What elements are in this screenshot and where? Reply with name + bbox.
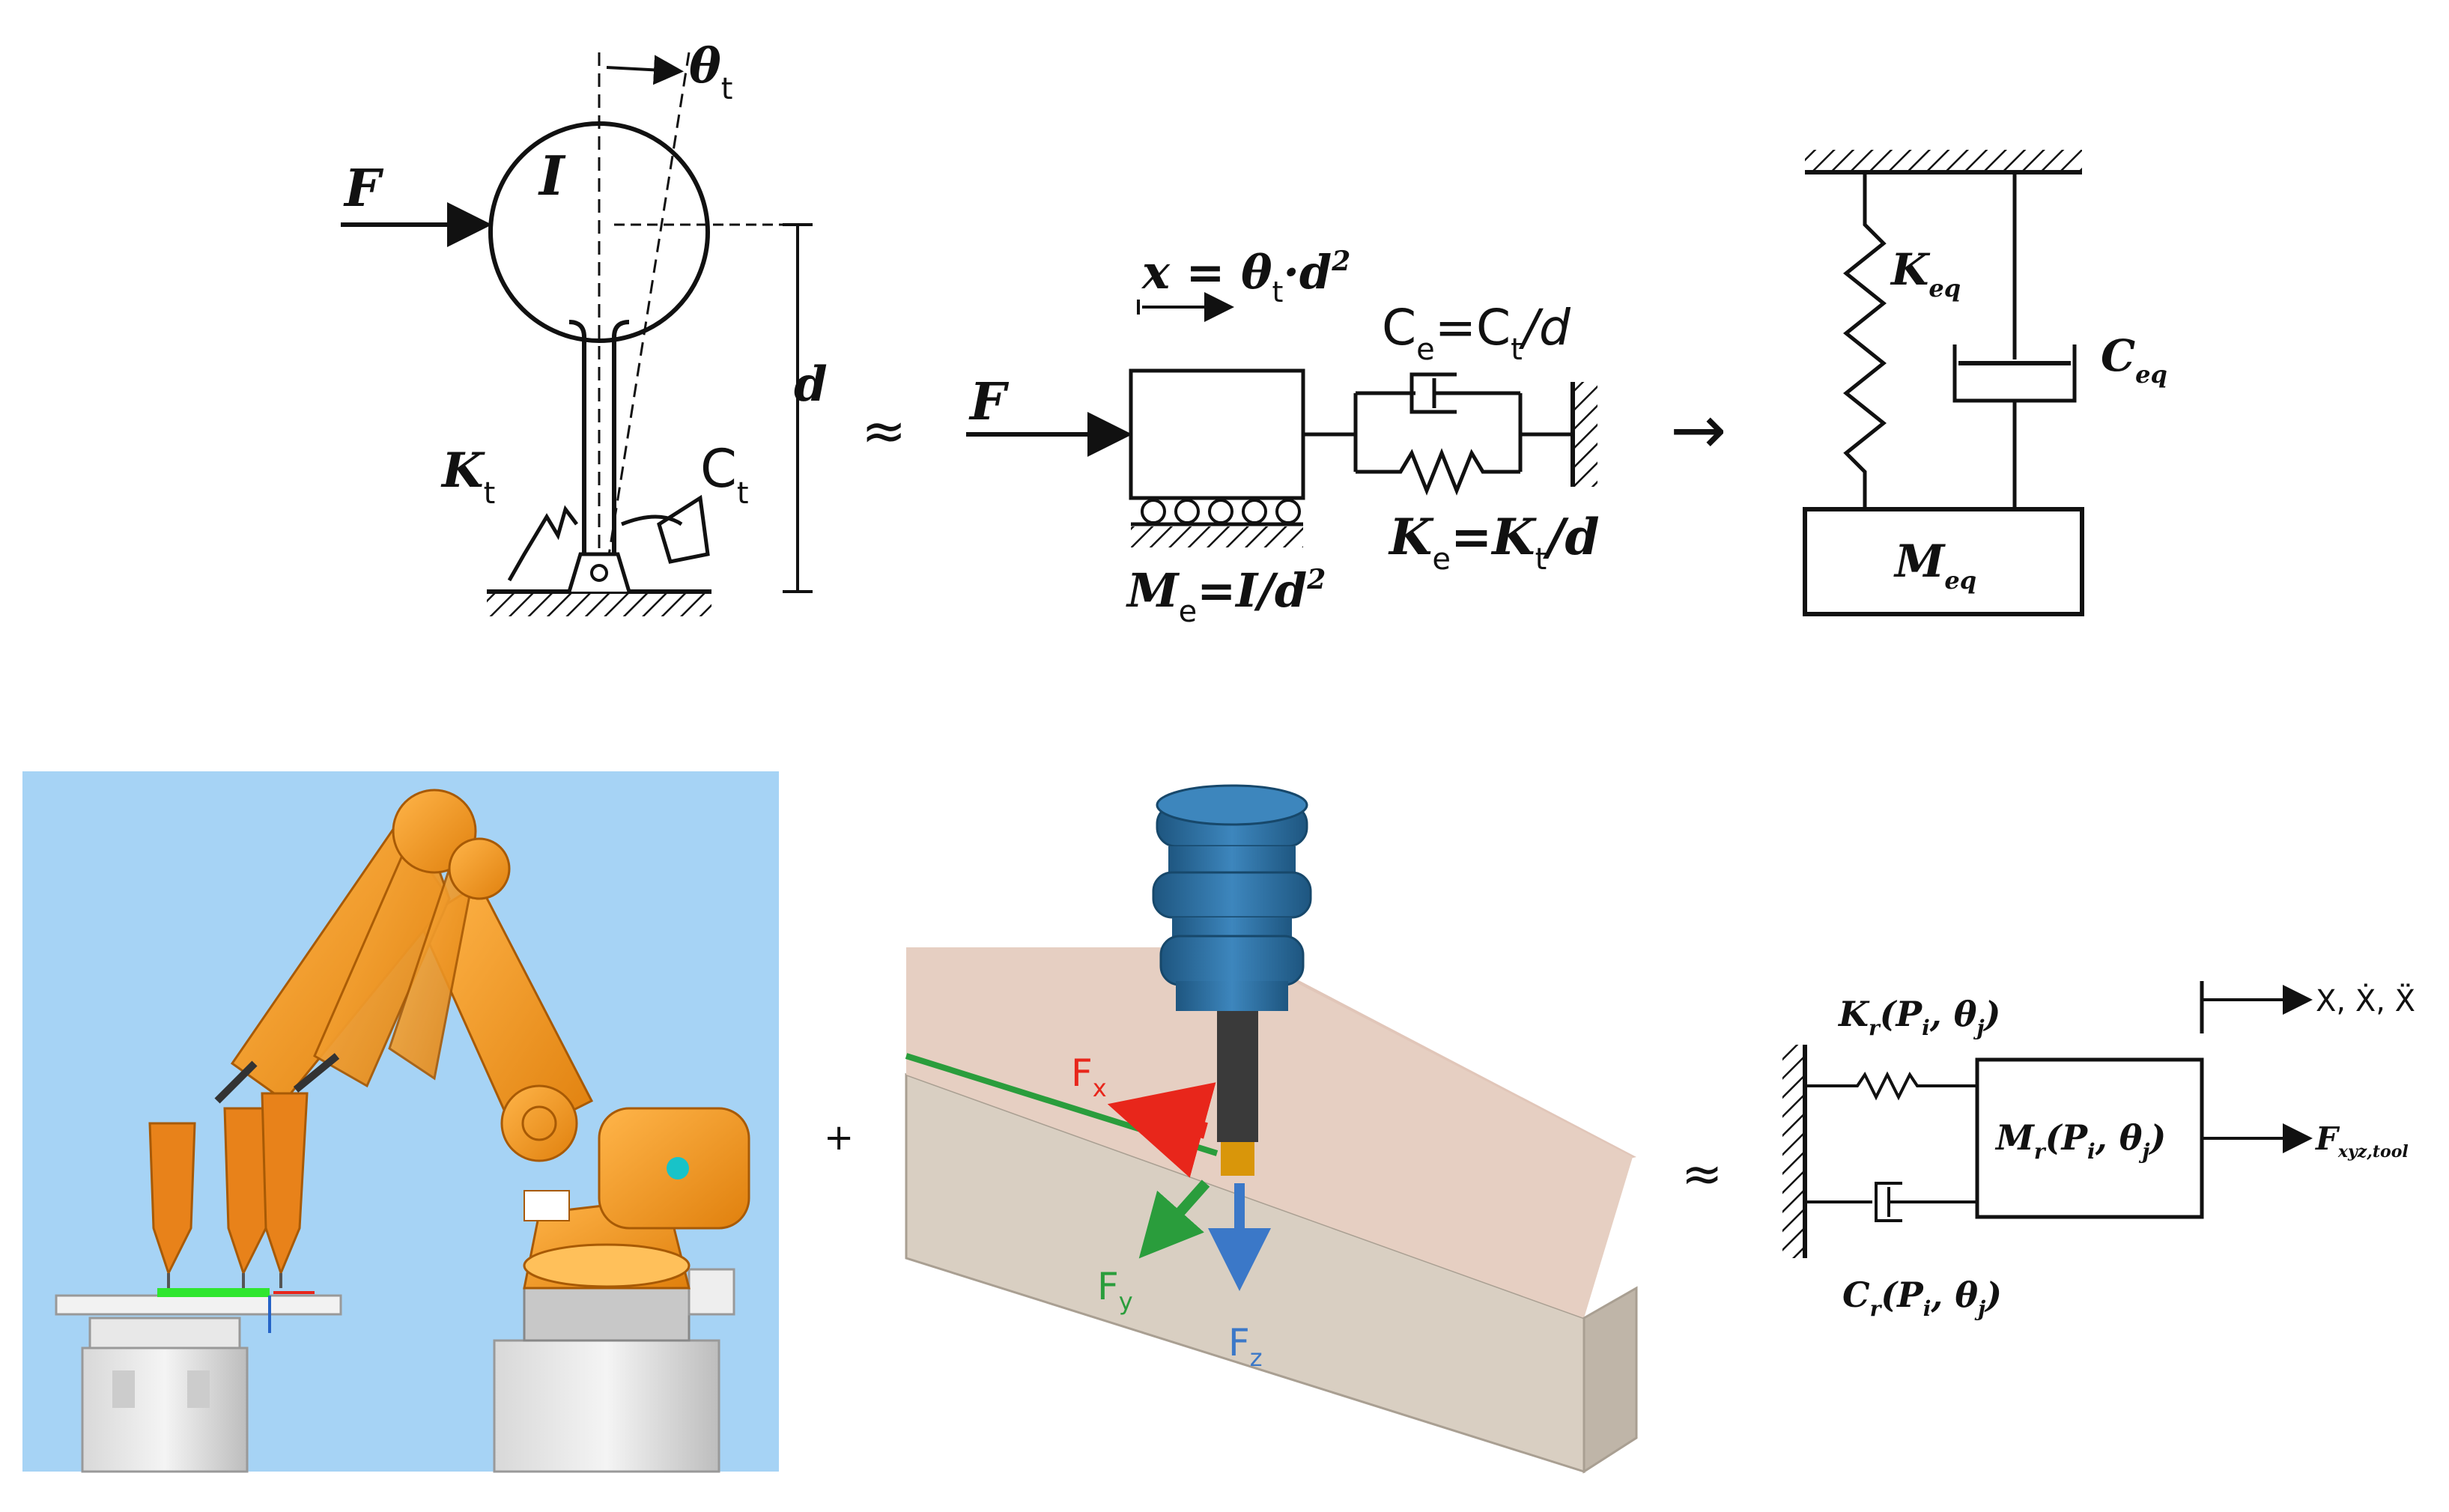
fy-label: Fy (1097, 1265, 1133, 1316)
approx-symbol-bottom: ≈ (1681, 1145, 1723, 1203)
pendulum-theta-label: θt (689, 38, 732, 106)
robot-output-displacement-label: X, Ẋ, Ẍ (2316, 983, 2415, 1018)
fx-label: Fx (1071, 1051, 1107, 1102)
equivalent-mass-label: Me=I/d2 (1126, 563, 1326, 629)
pendulum-spring-label: Kt (440, 443, 495, 511)
equivalent-force-label: F (968, 372, 1010, 432)
robot-output-force-label: Fxyz,tool (2315, 1120, 2409, 1162)
fz-label: Fz (1228, 1321, 1263, 1372)
approx-symbol-top: ≈ (861, 399, 906, 462)
translational-equivalent: F x = θt·d2 Ce=Ct/d Ke=Kt/d Me=I/d2 (966, 245, 1600, 629)
pendulum-inertia-label: I (538, 144, 566, 207)
pendulum-length-label: d (794, 356, 828, 413)
vertical-mass-label: Meq (1893, 535, 1976, 595)
robot-dynamic-model: Kr(Pi, θj) Mr(Pi, θj) Cr(Pi, θj) X, Ẋ, Ẍ… (1782, 981, 2415, 1321)
robot-render (22, 771, 779, 1473)
robot-mass-label: Mr(Pi, θj) (1994, 1117, 2166, 1164)
milling-scene: Fx Fy Fz (905, 784, 1638, 1474)
pendulum-force-label: F (343, 159, 384, 219)
vertical-stiffness-label: Keq (1890, 244, 1961, 303)
vertical-damping-label: Ceq (2101, 330, 2167, 389)
robot-damping-label: Cr(Pi, θj) (1842, 1275, 2002, 1321)
pendulum-model: F I θt d Kt Ct (341, 38, 828, 616)
equivalent-stiffness-label: Ke=Kt/d (1388, 508, 1600, 577)
equivalent-displacement-label: x = θt·d2 (1141, 245, 1350, 309)
pendulum-damper-label: Ct (700, 438, 749, 511)
vertical-msd-model: Keq Ceq Meq (1803, 150, 2167, 616)
equivalent-damping-label: Ce=Ct/d (1382, 299, 1571, 367)
plus-symbol: + (824, 1117, 854, 1159)
robot-stiffness-label: Kr(Pi, θj) (1837, 994, 2000, 1040)
transition-arrow: → (1670, 391, 1726, 470)
